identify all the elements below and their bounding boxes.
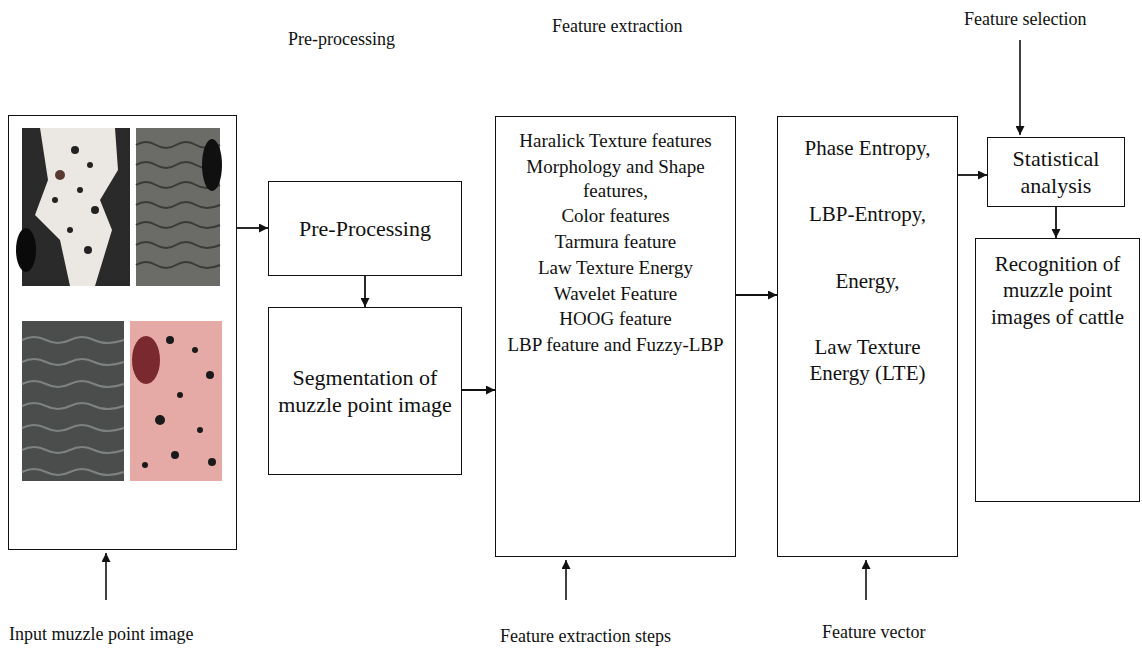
flow-arrow [736,294,777,296]
node-text: Color features [561,204,669,228]
muzzle-photo [136,128,222,286]
muzzle-photo [22,321,124,481]
stage-label: Feature vector [820,622,927,643]
pointer-arrow [865,560,867,600]
flow-arrow [237,227,268,229]
pointer-arrow [1019,40,1021,135]
node-text: Phase Entropy, [805,135,931,161]
node-text: LBP-Entropy, [809,201,926,227]
node-text: Haralick Texture features [519,129,711,153]
node-text: HOOG feature [559,307,671,331]
node-text: Recognition of muzzle point images of ca… [984,251,1131,330]
muzzle-photo [130,321,222,481]
input-image-box: Input muzzle point image [8,115,237,550]
flow-arrow [958,174,987,176]
node-text: Wavelet Feature [554,282,678,306]
node-text: Law Texture Energy (LTE) [786,334,949,387]
node-caption: Input muzzle point image [9,623,193,646]
stage-label: Pre-processing [286,29,397,50]
process-box: Statistical analysis [987,137,1125,207]
stage-label: Feature extraction [550,16,684,37]
flow-arrow [1055,207,1057,238]
process-box: Pre-Processing [268,181,462,276]
node-text: Morphology and Shape features, [504,155,727,203]
node-text: Pre-Processing [299,215,431,243]
pointer-arrow [105,553,107,600]
result-box: Recognition of muzzle point images of ca… [975,238,1140,502]
feature-list-box: Haralick Texture featuresMorphology and … [495,116,736,557]
node-text: LBP feature and Fuzzy-LBP [507,333,723,357]
node-text: Tarmura feature [555,230,677,254]
pointer-arrow [565,560,567,600]
node-text: Segmentation of muzzle point image [277,364,453,419]
feature-vector-box: Phase Entropy, LBP-Entropy, Energy, Law Tex… [777,116,958,557]
node-text: Law Texture Energy [538,256,693,280]
flow-arrow [462,389,495,391]
flow-arrow [364,276,366,307]
stage-label: Feature selection [962,9,1088,30]
process-box: Segmentation of muzzle point image [268,307,462,475]
muzzle-photo [16,128,130,286]
stage-label: Feature extraction steps [498,626,673,647]
node-text: Statistical analysis [996,145,1116,200]
node-text: Energy, [835,268,899,294]
